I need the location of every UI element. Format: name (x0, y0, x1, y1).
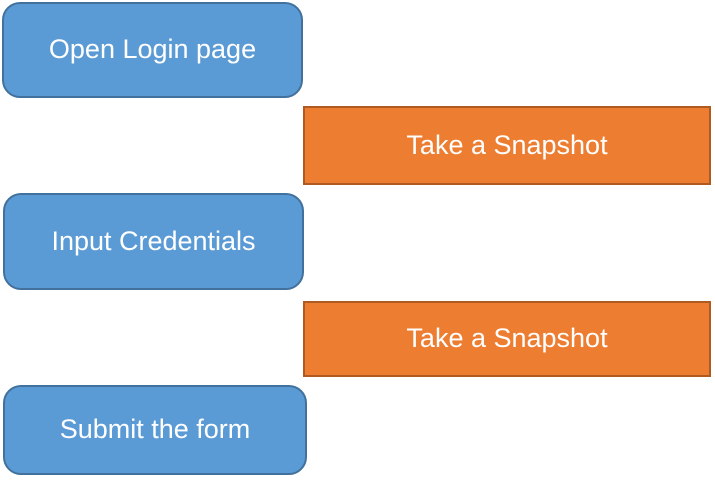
step-open-login-page: Open Login page (2, 2, 303, 98)
action-take-snapshot-2-label: Take a Snapshot (406, 323, 608, 354)
action-take-snapshot-1-label: Take a Snapshot (406, 129, 608, 160)
step-input-credentials-label: Input Credentials (51, 225, 256, 256)
step-submit-the-form-label: Submit the form (59, 414, 251, 445)
step-open-login-page-label: Open Login page (48, 34, 257, 65)
step-submit-the-form: Submit the form (3, 385, 307, 475)
action-take-snapshot-1: Take a Snapshot (303, 106, 711, 185)
step-input-credentials: Input Credentials (3, 193, 304, 290)
action-take-snapshot-2: Take a Snapshot (303, 301, 711, 377)
